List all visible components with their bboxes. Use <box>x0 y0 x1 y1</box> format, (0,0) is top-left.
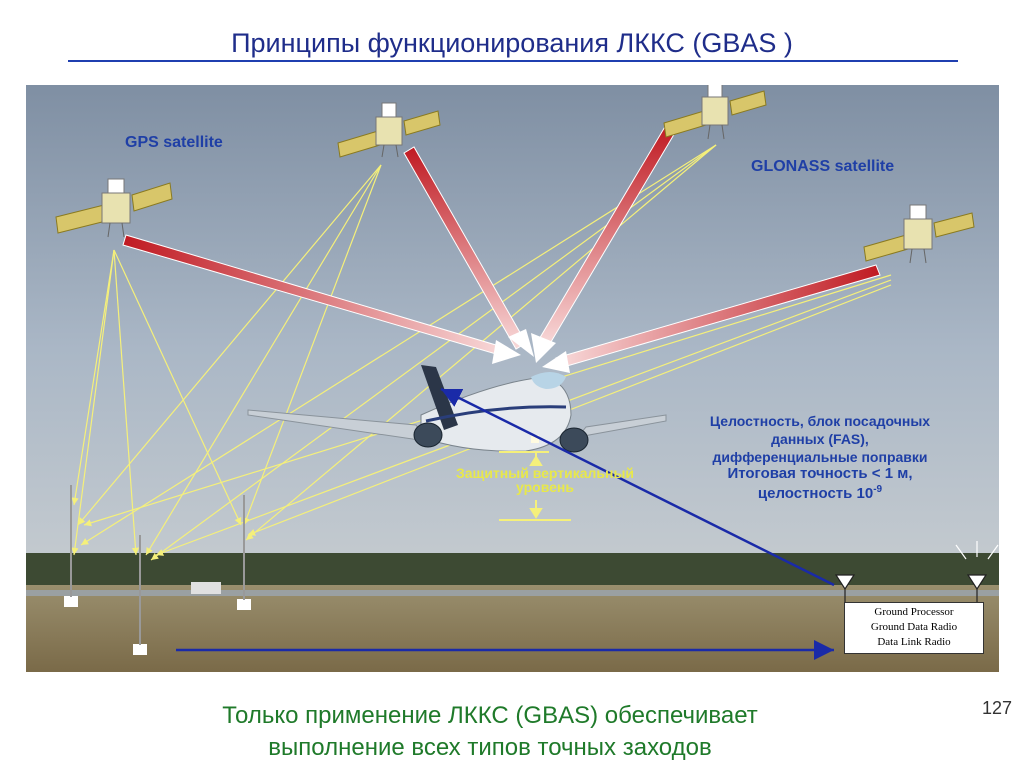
gps-satellite-top <box>337 102 441 158</box>
satellite-signal-arrows <box>122 124 881 373</box>
accuracy-line-2-text: целостность 10 <box>757 485 874 502</box>
field <box>26 585 999 672</box>
protection-level-line-2: уровень <box>516 479 574 495</box>
gbas-scene-illustration <box>26 85 999 672</box>
data-link-radio-label: Data Link Radio <box>877 636 951 648</box>
glonass-satellite-label: GLONASS satellite <box>751 158 895 175</box>
integrity-text-block: Целостность, блок посадочных данных (FAS… <box>680 412 960 466</box>
ground-station-box: Ground Processor Ground Data Radio Data … <box>844 602 984 654</box>
integrity-line-3: дифференциальные поправки <box>712 449 928 465</box>
page-title: Принципы функционирования ЛККС (GBAS ) <box>231 28 793 58</box>
glonass-satellite-top <box>663 85 767 140</box>
gps-satellite-left <box>55 178 173 238</box>
protection-level-label: Защитный вертикальный уровень <box>430 466 660 494</box>
accuracy-exponent: -9 <box>873 484 883 495</box>
protection-level-markers <box>499 451 571 521</box>
gps-satellite-label: GPS satellite <box>125 134 223 151</box>
integrity-line-2: данных (FAS), <box>771 431 869 447</box>
page-number: 127 <box>982 698 1013 718</box>
accuracy-line-2: целостность 10-9 <box>680 482 960 502</box>
accuracy-line-1: Итоговая точность < 1 м, <box>727 465 913 482</box>
conclusion-line-2: выполнение всех типов точных заходов <box>268 734 712 761</box>
datalink-lines <box>176 387 835 660</box>
accuracy-text-block: Итоговая точность < 1 м, целостность 10-… <box>680 466 960 502</box>
integrity-line-1: Целостность, блок посадочных <box>709 413 931 429</box>
conclusion-text: Только применение ЛККС (GBAS) обеспечива… <box>120 700 860 764</box>
ground-data-radio-label: Ground Data Radio <box>870 621 958 633</box>
ground-processor-label: Ground Processor <box>874 606 954 618</box>
title-underline <box>68 60 958 62</box>
conclusion-line-1: Только применение ЛККС (GBAS) обеспечива… <box>222 702 758 729</box>
vhf-antennas <box>834 541 999 603</box>
glonass-satellite-right <box>863 204 975 264</box>
aircraft <box>247 365 667 453</box>
protection-level-line-1: Защитный вертикальный <box>455 465 635 481</box>
